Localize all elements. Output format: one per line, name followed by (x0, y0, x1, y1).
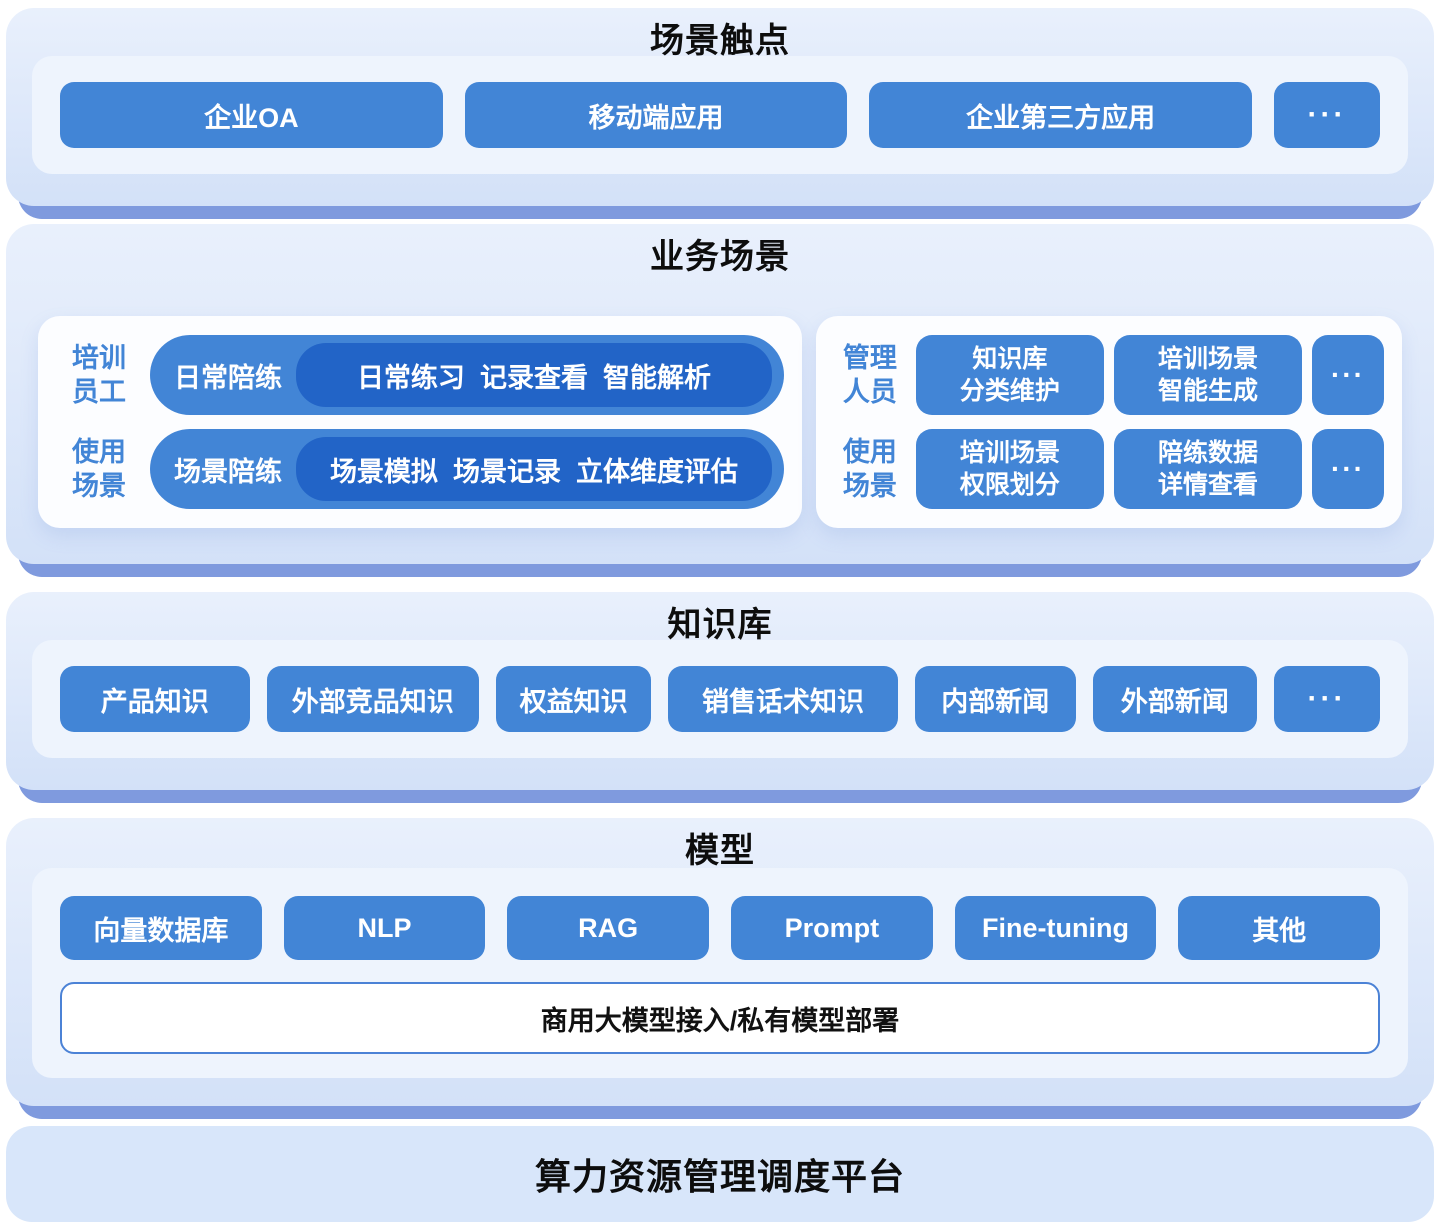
node-fine-tuning: Fine-tuning (954, 896, 1157, 960)
role-label-line2: 人员 (842, 377, 897, 407)
section-platform-body: 算力资源管理调度平台 (6, 1126, 1434, 1222)
role-label-line1: 培训 (72, 343, 126, 373)
node-llm-access-bar: 商用大模型接入/私有模型部署 (60, 982, 1380, 1054)
node-manager-more: ··· (1312, 335, 1384, 415)
node-label-line2: 分类维护 (959, 377, 1060, 405)
node-touchpoints-more: ··· (1274, 82, 1381, 148)
node-external-news: 外部新闻 (1092, 666, 1257, 732)
node-vector-database: 向量数据库 (60, 896, 262, 960)
model-chips-row: 向量数据库 NLP RAG Prompt Fine-tuning 其他 (60, 896, 1381, 960)
node-product-knowledge: 产品知识 (60, 666, 250, 732)
node-label-line1: 知识库 (972, 345, 1048, 373)
role-label-usage-scene-left: 使用 场景 (58, 435, 140, 503)
pill-daily-practice-label: 日常陪练 (174, 362, 282, 393)
business-right-panel: 管理 人员 知识库 分类维护 培训场景 智能生成 ··· (815, 316, 1402, 528)
pill-scene-practice-label: 场景陪练 (174, 456, 282, 487)
business-right-row-manager: 管理 人员 知识库 分类维护 培训场景 智能生成 ··· (834, 335, 1384, 415)
node-kb-category-maintenance: 知识库 分类维护 (915, 335, 1104, 415)
node-other: 其他 (1178, 896, 1381, 960)
role-label-line2: 员工 (72, 377, 126, 407)
node-label-line2: 智能生成 (1157, 377, 1258, 405)
node-rights-knowledge: 权益知识 (496, 666, 652, 732)
node-third-party-app: 企业第三方应用 (869, 82, 1253, 148)
node-label-line1: 陪练数据 (1157, 439, 1258, 467)
node-rag: RAG (507, 896, 710, 960)
node-competitor-knowledge: 外部竞品知识 (266, 666, 480, 732)
business-left-row-daily: 培训 员工 日常陪练 日常练习 记录查看 智能解析 (58, 335, 784, 415)
section-touchpoints: 场景触点 企业OA 移动端应用 企业第三方应用 ··· (6, 8, 1434, 219)
role-label-manager: 管理 人员 (834, 341, 906, 409)
pill-daily-practice: 日常陪练 日常练习 记录查看 智能解析 (150, 335, 784, 415)
section-platform: 算力资源管理调度平台 (6, 1126, 1434, 1222)
role-label-line2: 场景 (72, 471, 126, 501)
section-title-knowledge: 知识库 (667, 606, 773, 644)
role-label-usage-scene-right: 使用 场景 (834, 435, 906, 503)
node-prompt: Prompt (731, 896, 933, 960)
business-left-row-scene: 使用 场景 场景陪练 场景模拟 场景记录 立体维度评估 (58, 429, 784, 509)
node-nlp: NLP (283, 896, 486, 960)
section-touchpoints-body: 场景触点 企业OA 移动端应用 企业第三方应用 ··· (6, 8, 1434, 206)
node-mobile-app: 移动端应用 (464, 82, 848, 148)
role-label-training-staff: 培训 员工 (58, 341, 140, 409)
section-knowledge-body: 知识库 产品知识 外部竞品知识 权益知识 销售话术知识 内部新闻 外部新闻 ··… (6, 592, 1434, 790)
node-label-line2: 详情查看 (1157, 471, 1258, 499)
node-internal-news: 内部新闻 (914, 666, 1076, 732)
role-label-line2: 场景 (842, 471, 897, 501)
node-label-line1: 培训场景 (959, 439, 1060, 467)
node-enterprise-oa: 企业OA (60, 82, 443, 148)
node-scene-smart-generation: 培训场景 智能生成 (1113, 335, 1302, 415)
pill-scene-practice: 场景陪练 场景模拟 场景记录 立体维度评估 (150, 429, 784, 509)
section-model: 模型 向量数据库 NLP RAG Prompt Fine-tuning 其他 商… (6, 818, 1434, 1119)
node-scene-permission-division: 培训场景 权限划分 (915, 429, 1104, 509)
node-practice-data-detail: 陪练数据 详情查看 (1113, 429, 1302, 509)
business-left-panel: 培训 员工 日常陪练 日常练习 记录查看 智能解析 使用 场景 (38, 316, 802, 528)
node-knowledge-more: ··· (1273, 666, 1380, 732)
business-panels-row: 培训 员工 日常陪练 日常练习 记录查看 智能解析 使用 场景 (38, 316, 1402, 528)
section-business-body: 业务场景 培训 员工 日常陪练 日常练习 记录查看 智能解析 (6, 224, 1434, 564)
touchpoints-panel: 企业OA 移动端应用 企业第三方应用 ··· (32, 56, 1408, 174)
role-label-line1: 使用 (842, 437, 897, 467)
node-label-line1: 培训场景 (1157, 345, 1258, 373)
node-label-line2: 权限划分 (959, 471, 1060, 499)
pill-scene-practice-items: 场景模拟 场景记录 立体维度评估 (296, 437, 772, 501)
section-title-platform: 算力资源管理调度平台 (534, 1156, 905, 1197)
role-label-line1: 使用 (72, 437, 126, 467)
section-knowledge: 知识库 产品知识 外部竞品知识 权益知识 销售话术知识 内部新闻 外部新闻 ··… (6, 592, 1434, 803)
node-sales-script-knowledge: 销售话术知识 (668, 666, 898, 732)
model-panel: 向量数据库 NLP RAG Prompt Fine-tuning 其他 商用大模… (32, 868, 1408, 1078)
pill-daily-practice-items: 日常练习 记录查看 智能解析 (296, 343, 772, 407)
section-model-body: 模型 向量数据库 NLP RAG Prompt Fine-tuning 其他 商… (6, 818, 1434, 1106)
knowledge-panel: 产品知识 外部竞品知识 权益知识 销售话术知识 内部新闻 外部新闻 ··· (32, 640, 1408, 758)
section-title-touchpoints: 场景触点 (650, 22, 790, 60)
business-right-row-usage: 使用 场景 培训场景 权限划分 陪练数据 详情查看 ··· (834, 429, 1384, 509)
node-usage-more: ··· (1312, 429, 1384, 509)
section-business: 业务场景 培训 员工 日常陪练 日常练习 记录查看 智能解析 (6, 224, 1434, 577)
role-label-line1: 管理 (842, 343, 897, 373)
section-title-model: 模型 (685, 832, 755, 870)
section-title-business: 业务场景 (650, 238, 790, 276)
